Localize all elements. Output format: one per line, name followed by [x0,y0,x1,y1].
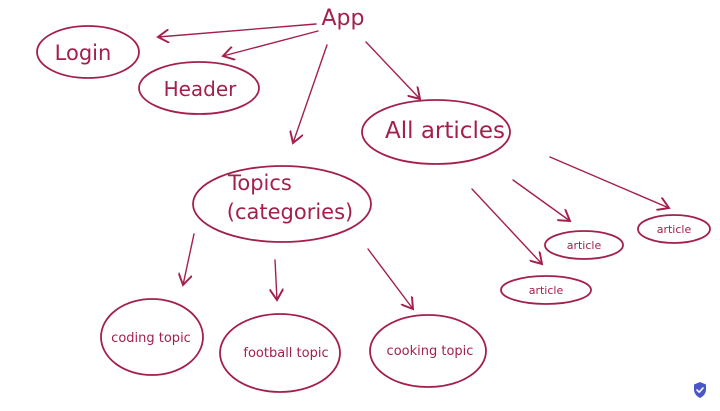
shield-check-icon[interactable] [692,381,708,399]
login-node-label: Login [55,41,112,65]
arrow-topics-to-coding [183,233,195,285]
arrow-app-to-topics [293,44,328,143]
article-node-outline-3 [500,275,592,305]
arrow-topics-to-football [275,259,277,300]
app-node-label: App [322,6,365,31]
football-topic-node-label: football topic [243,346,328,361]
coding-topic-node-label: coding topic [111,331,191,346]
arrow-app-to-header [223,30,319,56]
topics-node-outline [192,165,372,243]
football-topic-node-outline [219,313,341,393]
header-node-label: Header [164,77,238,101]
topics-node-label-line2: (categories) [227,200,353,224]
arrow-articles-to-article-1 [512,179,570,221]
article-node-label-2: article [657,223,692,236]
arrow-articles-to-article-3 [471,188,542,264]
article-node-label-1: article [567,239,602,252]
article-node-label-3: article [529,284,564,297]
arrow-articles-to-article-2 [549,156,669,208]
arrow-topics-to-cooking [367,248,413,309]
all-articles-node-outline [361,99,511,165]
arrow-app-to-all-articles [365,41,420,99]
article-node-outline-2 [637,214,711,244]
arrow-app-to-login [158,23,317,37]
header-node-outline [138,61,260,115]
login-node-outline [36,25,140,79]
topics-node-label-line1: Topics [227,171,292,195]
coding-topic-node-outline [100,298,204,376]
cooking-topic-node-outline [369,314,487,388]
cooking-topic-node-label: cooking topic [387,344,474,359]
all-articles-node-label: All articles [385,118,505,144]
article-node-outline-1 [544,230,624,260]
